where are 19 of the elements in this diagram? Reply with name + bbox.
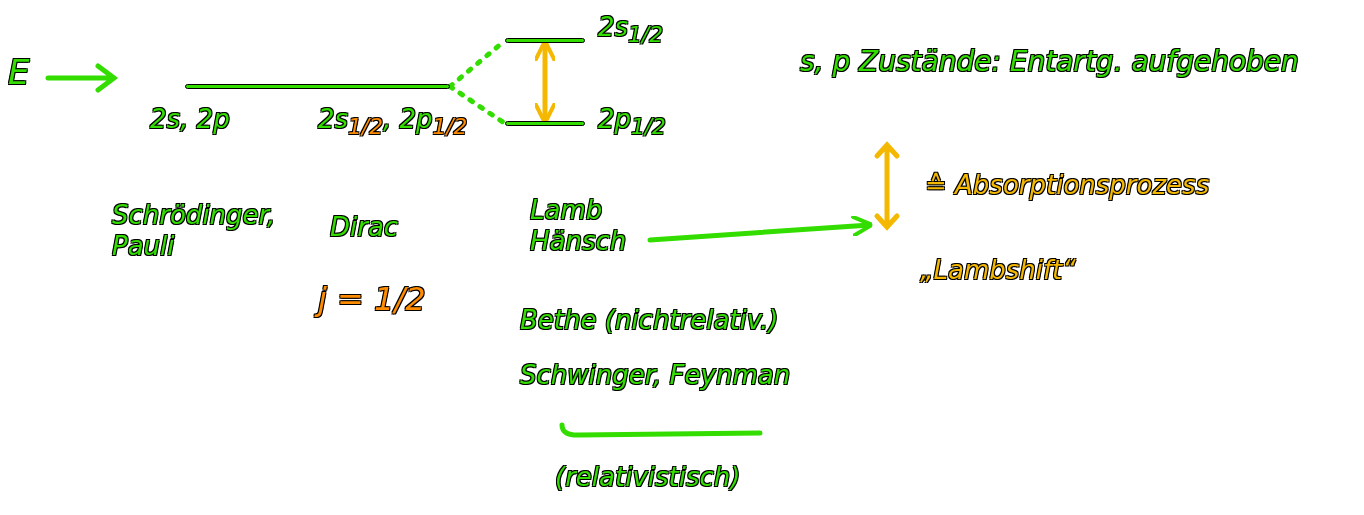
energy-level-line: [505, 121, 585, 126]
arrow: [647, 214, 874, 243]
names-text: Lamb Hänsch: [530, 195, 650, 285]
axis-label: E: [8, 52, 30, 93]
names-text: Schrödinger, Pauli: [112, 200, 277, 263]
note-text: (relativistisch): [555, 462, 741, 494]
names-text: Schwinger, Feynman: [520, 360, 791, 392]
term-label: „Lambshift“: [920, 255, 1076, 287]
note-text: s, p Zustände: Entartg. aufgehoben: [800, 45, 1299, 79]
level-label: 2s, 2p: [150, 104, 230, 136]
dotted-line: [447, 84, 508, 126]
names-text: Dirac: [330, 212, 399, 244]
level-label: 2s$_{1/2}$: [598, 12, 663, 49]
energy-level-line: [185, 84, 450, 89]
names-text: Bethe (nichtrelativ.): [520, 305, 779, 337]
level-label: 2p$_{1/2}$: [598, 104, 666, 141]
energy-level-line: [505, 38, 585, 43]
level-label: 2s$_{1/2}$, 2p$_{1/2}$: [318, 104, 468, 141]
annotation-text: ≙ Absorptionsprozess: [925, 170, 1210, 202]
